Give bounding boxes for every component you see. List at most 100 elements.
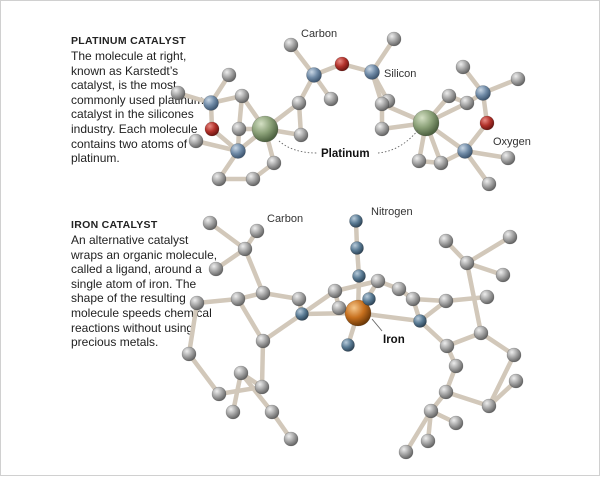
atom-layer (170, 31, 526, 460)
carbon-atom (170, 85, 186, 101)
iron-atom (344, 299, 372, 327)
bond (332, 278, 381, 294)
carbon-atom (211, 386, 227, 402)
carbon-atom (291, 291, 307, 307)
carbon-atom (249, 223, 265, 239)
carbon-atom (374, 96, 390, 112)
carbon-atom (255, 333, 271, 349)
carbon-atom (438, 384, 454, 400)
carbon-atom (448, 415, 464, 431)
platinum-atom (412, 109, 440, 137)
carbon-atom (481, 176, 497, 192)
carbon-atom (459, 95, 475, 111)
nitrogen-atom (350, 241, 364, 255)
silicon-label: Silicon (384, 68, 416, 80)
bond (260, 311, 305, 344)
carbon-atom (283, 431, 299, 447)
carbon-atom (291, 95, 307, 111)
carbon-atom (411, 153, 427, 169)
bond (464, 234, 513, 266)
carbon-atom (188, 133, 204, 149)
bond (464, 260, 484, 336)
nitrogen-atom (352, 269, 366, 283)
silicon-atom (203, 95, 219, 111)
bond (207, 220, 248, 252)
iron-label: Iron (383, 334, 405, 346)
carbon-label-bottom: Carbon (267, 213, 303, 225)
carbon-atom (391, 281, 407, 297)
carbon-atom (323, 91, 339, 107)
oxygen-atom (479, 115, 495, 131)
carbon-atom (386, 31, 402, 47)
carbon-atom (231, 121, 247, 137)
platinum-heading: PLATINUM CATALYST (71, 35, 186, 47)
carbon-atom (266, 155, 282, 171)
bond (443, 389, 492, 409)
carbon-atom (473, 325, 489, 341)
carbon-atom (208, 261, 224, 277)
nitrogen-atom (295, 307, 309, 321)
platinum-label: Platinum (321, 148, 370, 160)
carbon-atom (459, 255, 475, 271)
carbon-atom (439, 338, 455, 354)
carbon-atom (374, 121, 390, 137)
iron-description: An alternative catalyst wraps an organic… (71, 233, 218, 350)
nitrogen-atom (413, 314, 427, 328)
carbon-atom (255, 285, 271, 301)
silicon-atom (306, 67, 322, 83)
carbon-atom (405, 291, 421, 307)
carbon-atom (438, 293, 454, 309)
platinum-pointer-left (278, 140, 318, 154)
carbon-atom (327, 283, 343, 299)
carbon-atom (233, 365, 249, 381)
carbon-atom (245, 171, 261, 187)
carbon-atom (500, 150, 516, 166)
carbon-atom (420, 433, 436, 449)
carbon-atom (448, 358, 464, 374)
silicon-atom (475, 85, 491, 101)
carbon-atom (211, 171, 227, 187)
carbon-atom (502, 229, 518, 245)
bond (186, 351, 222, 397)
carbon-atom (398, 444, 414, 460)
carbon-atom (506, 347, 522, 363)
carbon-atom (254, 379, 270, 395)
carbon-label-top: Carbon (301, 28, 337, 40)
iron-caption: IRON CATALYST An alternative catalyst wr… (71, 219, 221, 350)
nitrogen-atom (349, 214, 363, 228)
nitrogen-atom (341, 338, 355, 352)
carbon-atom (438, 233, 454, 249)
carbon-atom (230, 291, 246, 307)
bond (235, 296, 266, 344)
bond (259, 338, 266, 390)
oxygen-atom (334, 56, 350, 72)
platinum-caption: PLATINUM CATALYST The molecule at right,… (71, 35, 221, 166)
carbon-atom (370, 273, 386, 289)
carbon-atom (481, 398, 497, 414)
carbon-atom (293, 127, 309, 143)
carbon-atom (433, 155, 449, 171)
carbon-atom (221, 67, 237, 83)
silicon-atom (364, 64, 380, 80)
silicon-atom (230, 143, 246, 159)
bond (242, 246, 266, 296)
bond (403, 408, 434, 455)
carbon-atom (189, 295, 205, 311)
carbon-atom (181, 346, 197, 362)
bond (486, 352, 517, 409)
carbon-atom (510, 71, 526, 87)
carbon-atom (283, 37, 299, 53)
carbon-atom (234, 88, 250, 104)
bond (238, 370, 275, 415)
carbon-atom (479, 289, 495, 305)
pointer-layer (278, 128, 420, 332)
nitrogen-atom (362, 292, 376, 306)
silicon-atom (457, 143, 473, 159)
oxygen-label: Oxygen (493, 136, 531, 148)
carbon-atom (508, 373, 524, 389)
carbon-atom (423, 403, 439, 419)
carbon-atom (264, 404, 280, 420)
oxygen-atom (204, 121, 220, 137)
